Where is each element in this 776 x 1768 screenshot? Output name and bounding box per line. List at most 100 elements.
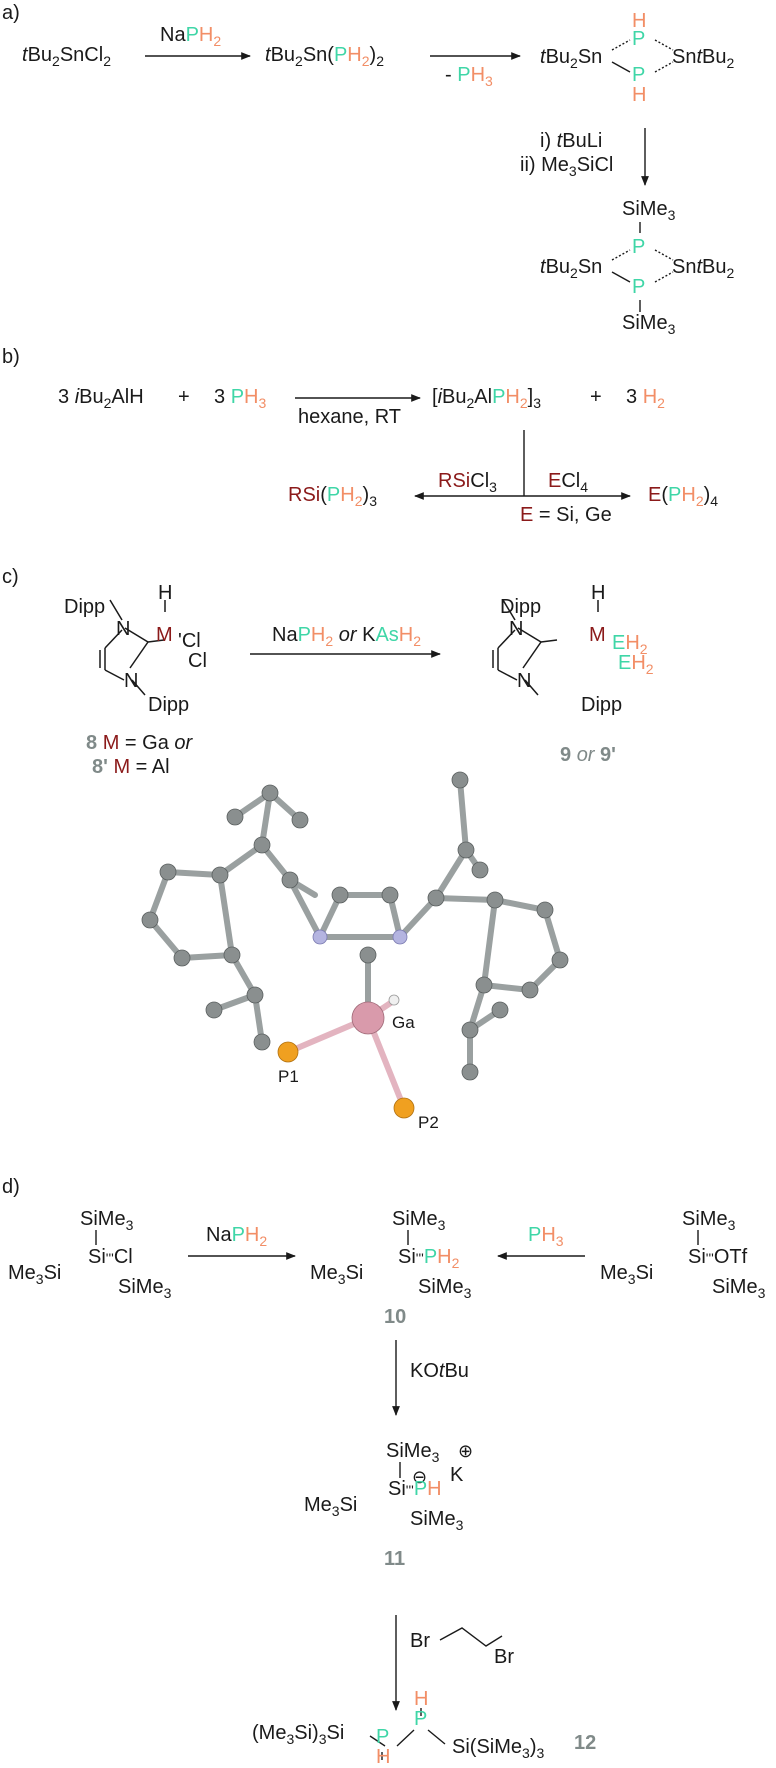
a-ring-p-top: P	[632, 28, 646, 50]
d-11-top: SiMe3	[386, 1440, 440, 1465]
d-10-bottom: SiMe3	[418, 1276, 472, 1301]
d-11-anion-charge: ⊖	[412, 1467, 428, 1487]
ring-a2-bonds	[611, 222, 674, 312]
d-br-left: Br	[410, 1630, 430, 1652]
d-11-cation: K	[450, 1464, 464, 1486]
c-product-h: H	[591, 582, 606, 604]
a-ring-h-bottom: H	[632, 84, 647, 106]
b-right-reagent: ECl4	[548, 470, 589, 495]
d-12-left: (Me3Si)3Si	[252, 1722, 345, 1747]
c-start-label-1: 8 M = Ga or	[86, 732, 193, 754]
d-12-number: 12	[574, 1732, 597, 1754]
panel-b-label: b)	[2, 346, 20, 368]
crystal-ga-label: Ga	[392, 1013, 415, 1032]
b-reactant2: 3 PH3	[214, 386, 267, 411]
ring-a1-bonds	[611, 39, 674, 73]
c-product-m: M	[589, 624, 606, 646]
c-start-dipp-top: Dipp	[64, 596, 106, 618]
d-11-number: 11	[384, 1548, 406, 1570]
d-left-top: SiMe3	[80, 1208, 134, 1233]
d-right-reagent: PH3	[528, 1224, 564, 1249]
d-right-si: Si'''OTf	[688, 1246, 748, 1268]
b-right-condition: E = Si, Ge	[520, 504, 612, 526]
b-coproduct: 3 H2	[626, 386, 665, 411]
c-start-cl1-text: Cl	[181, 630, 201, 652]
panel-c-label: c)	[2, 566, 19, 588]
d-10-left: Me3Si	[310, 1262, 364, 1287]
a-step2-line1: i) tBuLi	[540, 130, 603, 152]
a-intermediate: tBu2Sn(PH2)2	[265, 44, 385, 69]
d-10-number: 10	[384, 1306, 407, 1328]
d-11-bottom: SiMe3	[410, 1508, 464, 1533]
crystal-n-atoms	[312, 929, 408, 945]
a-start: tBu2SnCl2	[22, 44, 111, 69]
d-left-left: Me3Si	[8, 1262, 62, 1287]
d-12-right: Si(SiMe3)3	[452, 1736, 545, 1761]
panel-a-label: a)	[2, 2, 20, 24]
d-11-left: Me3Si	[304, 1494, 358, 1519]
a-ring-p-bottom: P	[632, 64, 646, 86]
crystal-p2-atom	[393, 1097, 415, 1119]
d-11-cation-charge: ⊕	[458, 1441, 474, 1461]
a-product-top: SiMe3	[622, 198, 676, 223]
dibromoethane-bonds	[439, 1627, 503, 1647]
crystal-p1-atom	[277, 1041, 299, 1063]
c-start-n2: N	[124, 670, 139, 692]
c-start-cl2: Cl	[188, 650, 207, 672]
silyl-bonds	[95, 1230, 699, 1478]
crystal-h-atom	[388, 994, 400, 1006]
crystal-c-atoms	[141, 771, 569, 1081]
c-product-dipp-top: Dipp	[500, 596, 542, 618]
d-base: KOtBu	[410, 1360, 469, 1382]
a-byproduct: - PH3	[445, 64, 493, 89]
b-right-product: E(PH2)4	[648, 484, 719, 509]
c-product-label: 9 or 9'	[560, 744, 616, 766]
c-product-e2: EH2	[618, 652, 654, 677]
crystal-p2-label: P2	[418, 1113, 439, 1132]
d-left-reagent: NaPH2	[206, 1224, 268, 1249]
crystal-ga-atom	[351, 1001, 385, 1035]
c-start-m: M	[156, 624, 173, 646]
c-product-n1: N	[509, 618, 524, 640]
panel-d-label: d)	[2, 1176, 20, 1198]
a-product-p-top: P	[632, 236, 646, 258]
d-12-h1: H	[376, 1746, 391, 1768]
a-ring-right: SntBu2	[672, 46, 735, 71]
d-10-top: SiMe3	[392, 1208, 446, 1233]
c-product-e1: EH2	[612, 632, 648, 657]
d-12-h2: H	[414, 1688, 429, 1710]
c-start-label-2: 8' M = Al	[92, 756, 170, 778]
b-product: [iBu2AlPH2]3	[432, 386, 542, 411]
d-right-top: SiMe3	[682, 1208, 736, 1233]
b-condition: hexane, RT	[298, 406, 402, 428]
imidazole-left	[99, 599, 166, 696]
cmpd12-bonds	[369, 1708, 446, 1760]
b-reactant1: 3 iBu2AlH	[58, 386, 144, 411]
c-start-n1: N	[116, 618, 131, 640]
crystal-ga-bonds	[285, 999, 407, 1111]
d-br-right: Br	[494, 1646, 514, 1668]
imidazole-right	[492, 599, 599, 696]
c-reagent: NaPH2 or KAsH2	[272, 624, 422, 649]
b-left-reagent: RSiCl3	[438, 470, 497, 495]
c-product-n2: N	[517, 670, 532, 692]
c-start-cl1: 'Cl	[178, 630, 201, 652]
a-product-right: SntBu2	[672, 256, 735, 281]
d-left-si: Si'''Cl	[88, 1246, 133, 1268]
c-product-dipp-bottom: Dipp	[581, 694, 623, 716]
a-ring-h-top: H	[632, 10, 647, 32]
c-start-dipp-bottom: Dipp	[148, 694, 190, 716]
d-left-bottom: SiMe3	[118, 1276, 172, 1301]
b-plus1: +	[178, 386, 190, 408]
c-start-h: H	[158, 582, 173, 604]
crystal-p1-label: P1	[278, 1067, 299, 1086]
a-ring-left: tBu2Sn	[540, 46, 603, 71]
b-plus2: +	[590, 386, 602, 408]
d-12-p2: P	[414, 1708, 428, 1730]
crystal-bonds	[147, 777, 563, 1075]
d-right-left: Me3Si	[600, 1262, 654, 1287]
a-product-left: tBu2Sn	[540, 256, 603, 281]
a-product-bottom: SiMe3	[622, 312, 676, 337]
